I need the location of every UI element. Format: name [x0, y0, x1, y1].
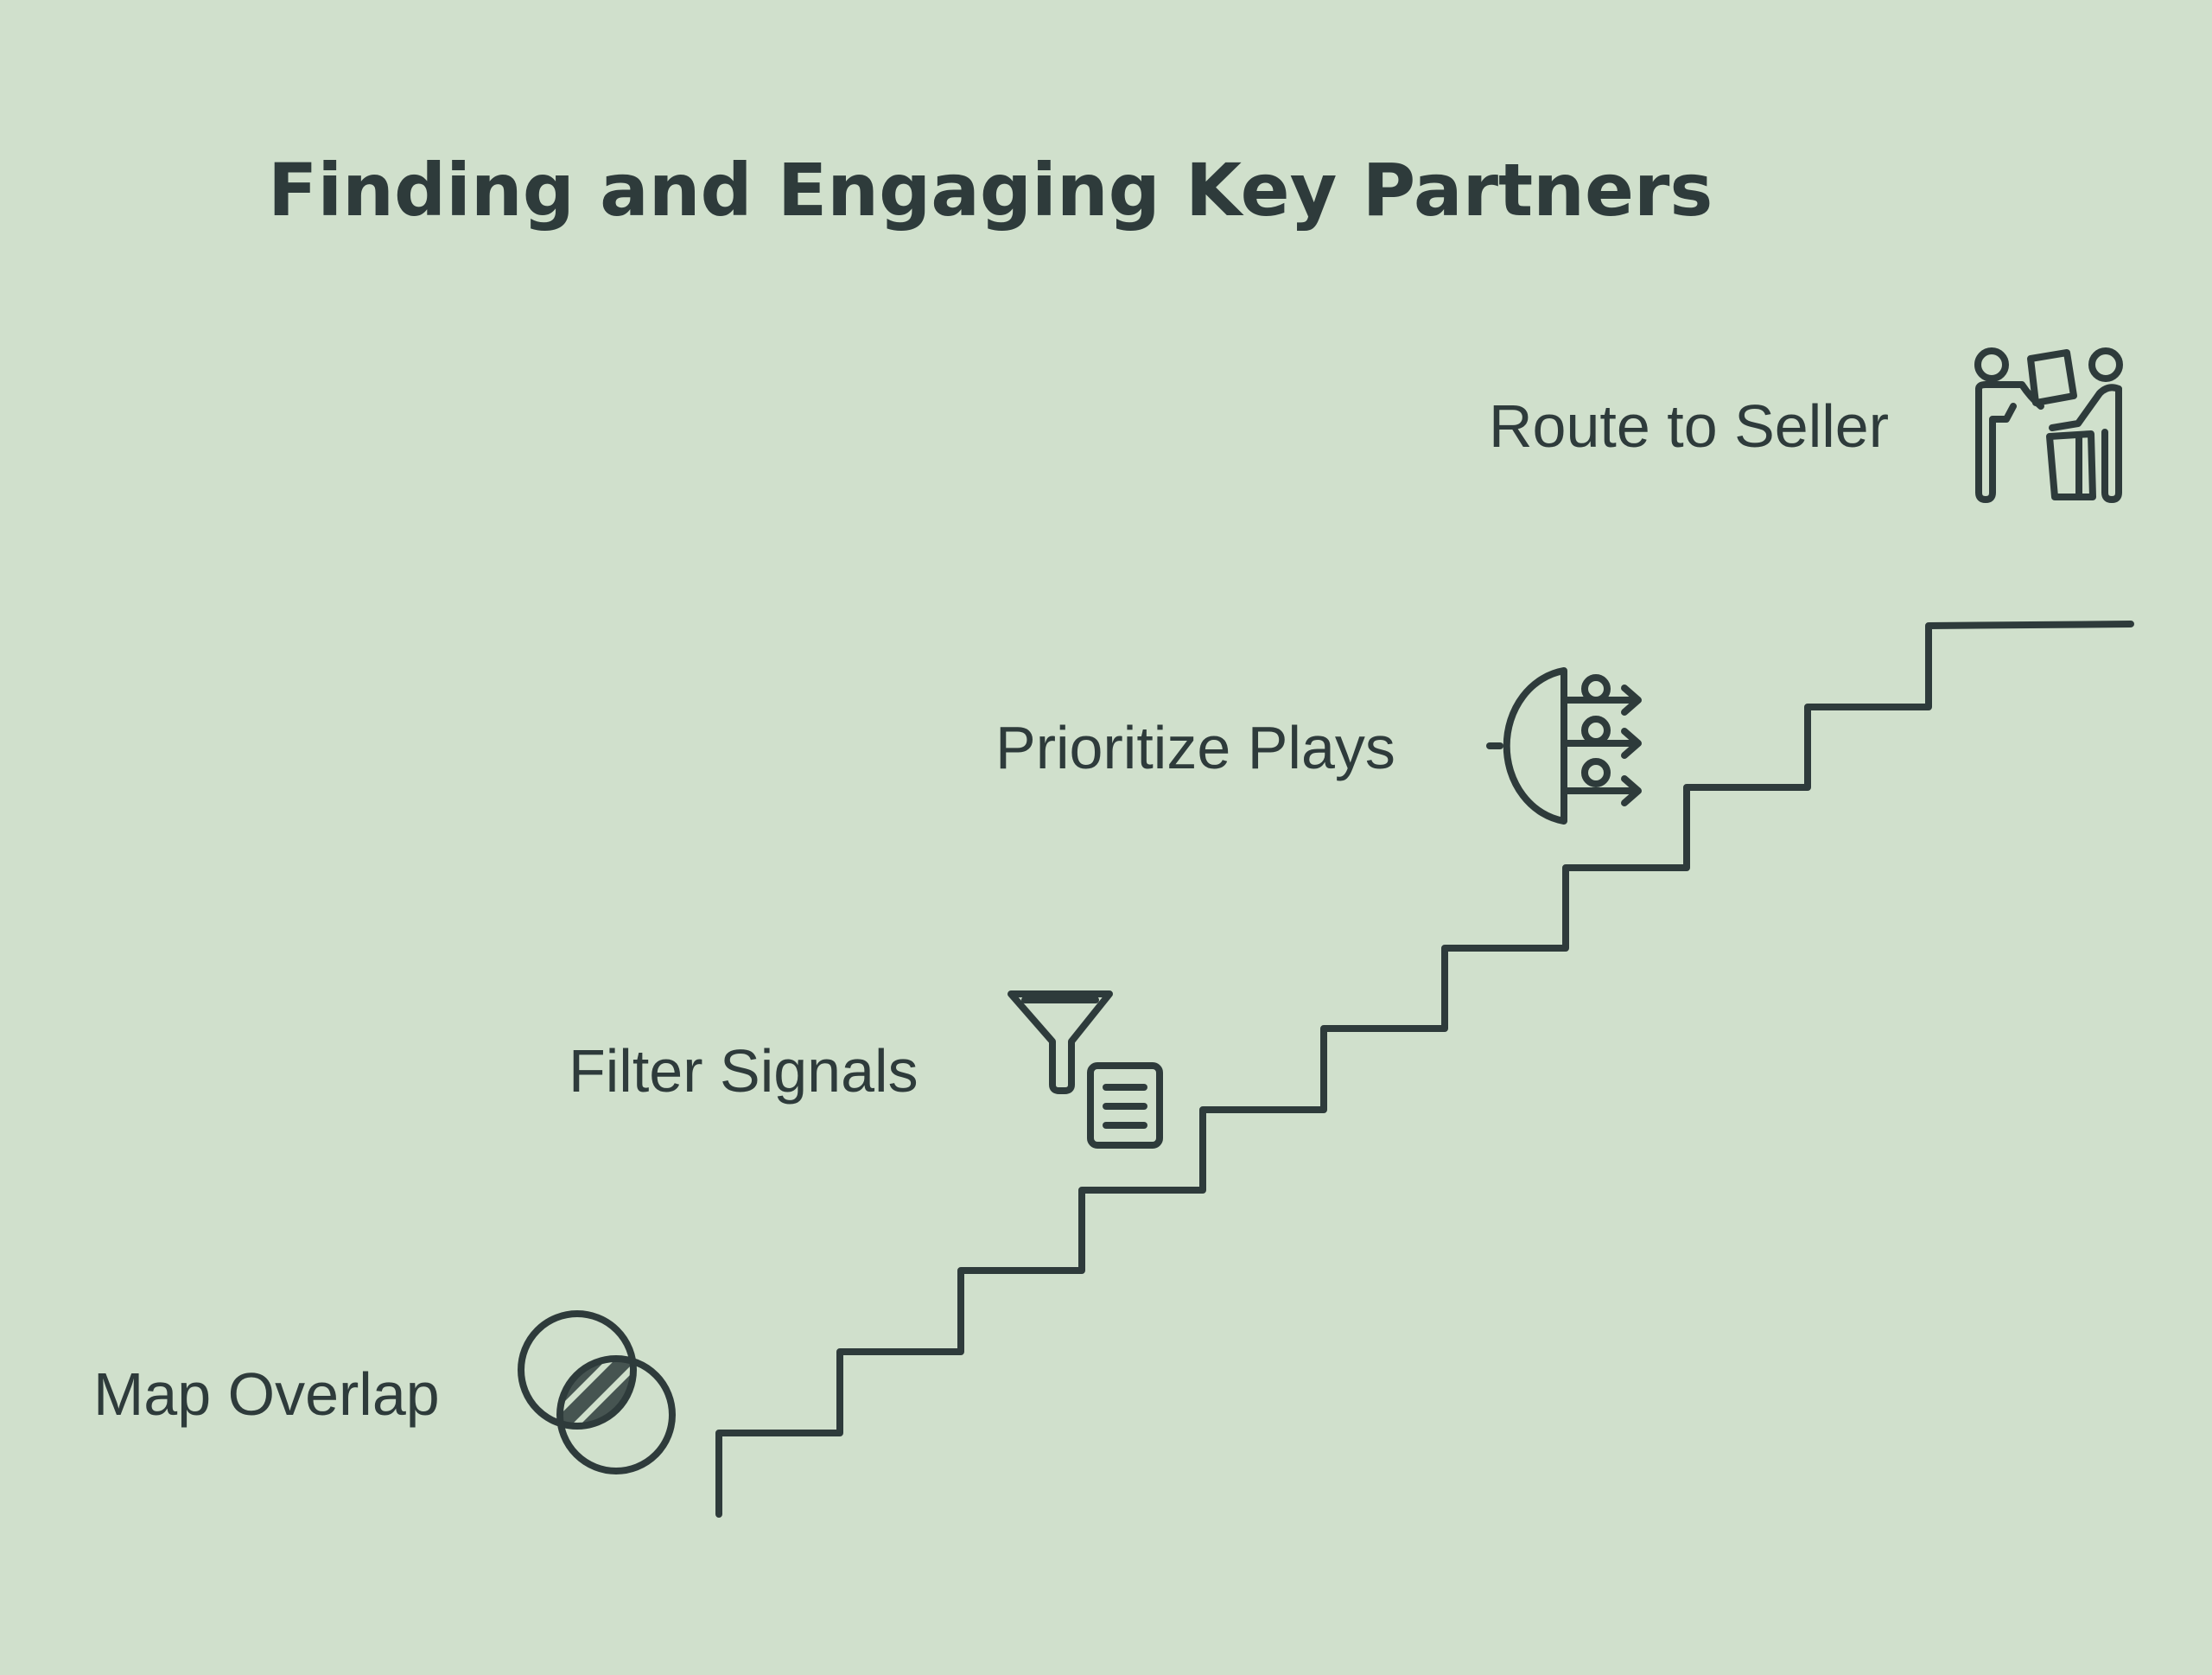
venn-diagram-icon — [518, 1310, 676, 1474]
handoff-people-icon — [1974, 347, 2123, 503]
funnel-document-icon — [1007, 990, 1163, 1149]
step-label-filter-signals: Filter Signals — [569, 1037, 918, 1105]
step-label-prioritize-plays: Prioritize Plays — [995, 714, 1395, 781]
step-label-route-to-seller: Route to Seller — [1489, 392, 1890, 460]
staircase-line — [715, 621, 2134, 1518]
prioritize-arrows-icon — [1486, 667, 1642, 825]
step-label-map-overlap: Map Overlap — [93, 1360, 440, 1428]
diagram-title: Finding and Engaging Key Partners — [268, 148, 1713, 232]
